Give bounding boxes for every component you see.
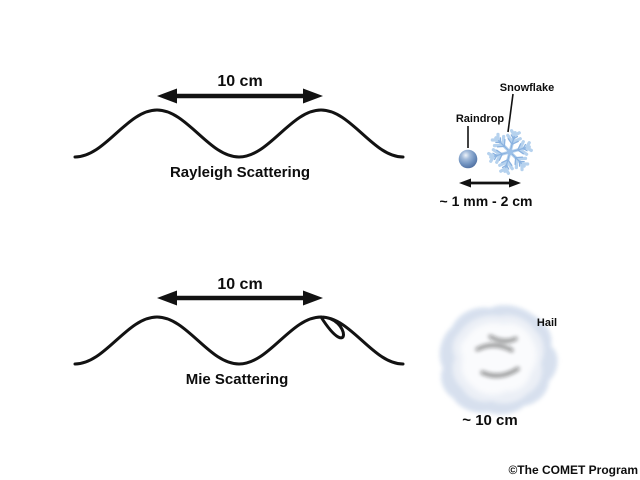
particle-size-arrow: [459, 178, 521, 188]
mie-wave: [73, 315, 405, 366]
rayleigh-wavelength-label: 10 cm: [217, 73, 263, 90]
hail-size-label: ~ 10 cm: [462, 412, 518, 429]
mie-caption: Mie Scattering: [185, 371, 289, 388]
snowflake-icon: [486, 128, 534, 176]
snowflake-label: Snowflake: [499, 82, 555, 94]
rayleigh-caption: Rayleigh Scattering: [169, 164, 311, 181]
hailstone-icon: [439, 305, 558, 415]
rayleigh-wave: [73, 108, 405, 159]
raindrop-label: Raindrop: [455, 113, 505, 125]
particle-size-label: ~ 1 mm - 2 cm: [439, 193, 533, 209]
rayleigh-wavelength-arrow: [157, 88, 323, 104]
snowflake-leader-line: [507, 93, 514, 133]
mie-wavelength-arrow: [157, 290, 323, 306]
raindrop-icon: [458, 149, 478, 169]
credit-text: ©The COMET Program: [508, 463, 638, 477]
hail-label: Hail: [536, 317, 558, 329]
mie-wavelength-label: 10 cm: [217, 276, 263, 293]
